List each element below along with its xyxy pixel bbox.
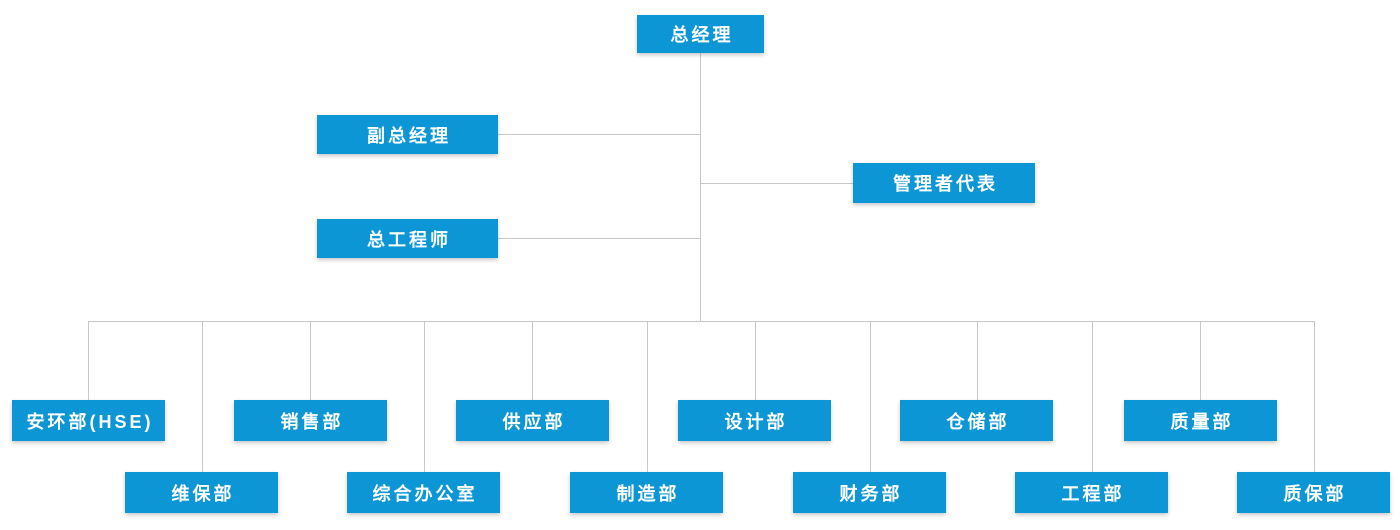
node-warehouse-department: 仓储部 [900,400,1053,441]
node-management-representative-label: 管理者代表 [893,174,998,194]
node-maintenance-department-label: 维保部 [171,483,235,504]
connector-chief-engineer [498,238,700,239]
node-deputy-general-manager: 副总经理 [317,115,498,154]
connector-management-representative [700,183,853,184]
node-general-manager: 总经理 [637,15,764,53]
node-general-office: 综合办公室 [347,472,500,513]
connector-drop-maintenance-department [202,321,203,472]
connector-drop-sales-department [310,321,311,400]
connector-drop-general-office [424,321,425,472]
node-finance-department-label: 财务部 [839,483,903,504]
connector-drop-quality-department [1200,321,1201,400]
node-hse-department-label: 安环部(HSE) [26,411,154,432]
connector-drop-hse-department [88,321,89,400]
node-deputy-general-manager-label: 副总经理 [367,125,451,146]
connector-drop-engineering-department [1092,321,1093,472]
connector-deputy-general-manager [498,134,700,135]
node-manufacturing-department-label: 制造部 [616,483,680,504]
node-management-representative: 管理者代表 [853,163,1035,203]
node-engineering-department: 工程部 [1015,472,1168,513]
node-general-manager-label: 总经理 [670,25,734,45]
connector-drop-finance-department [870,321,871,472]
node-quality-assurance-department: 质保部 [1237,472,1390,513]
node-sales-department: 销售部 [234,400,387,441]
connector-drop-warehouse-department [977,321,978,400]
node-hse-department: 安环部(HSE) [12,400,165,441]
node-quality-assurance-department-label: 质保部 [1283,483,1347,504]
connector-drop-manufacturing-department [647,321,648,472]
connector-drop-quality-assurance-department [1314,321,1315,472]
node-chief-engineer-label: 总工程师 [367,229,451,250]
node-manufacturing-department: 制造部 [570,472,723,513]
node-engineering-department-label: 工程部 [1061,483,1125,504]
connector-departments-bus [88,321,1315,322]
node-supply-department-label: 供应部 [502,411,566,432]
node-general-office-label: 综合办公室 [372,483,478,504]
node-sales-department-label: 销售部 [280,411,344,432]
node-warehouse-department-label: 仓储部 [946,411,1010,432]
node-design-department: 设计部 [678,400,831,441]
node-chief-engineer: 总工程师 [317,219,498,258]
node-quality-department-label: 质量部 [1170,411,1234,432]
node-quality-department: 质量部 [1124,400,1277,441]
node-maintenance-department: 维保部 [125,472,278,513]
node-supply-department: 供应部 [456,400,609,441]
connector-drop-design-department [755,321,756,400]
connector-drop-supply-department [532,321,533,400]
node-finance-department: 财务部 [793,472,946,513]
connector-root-trunk [700,53,701,321]
node-design-department-label: 设计部 [724,411,788,432]
